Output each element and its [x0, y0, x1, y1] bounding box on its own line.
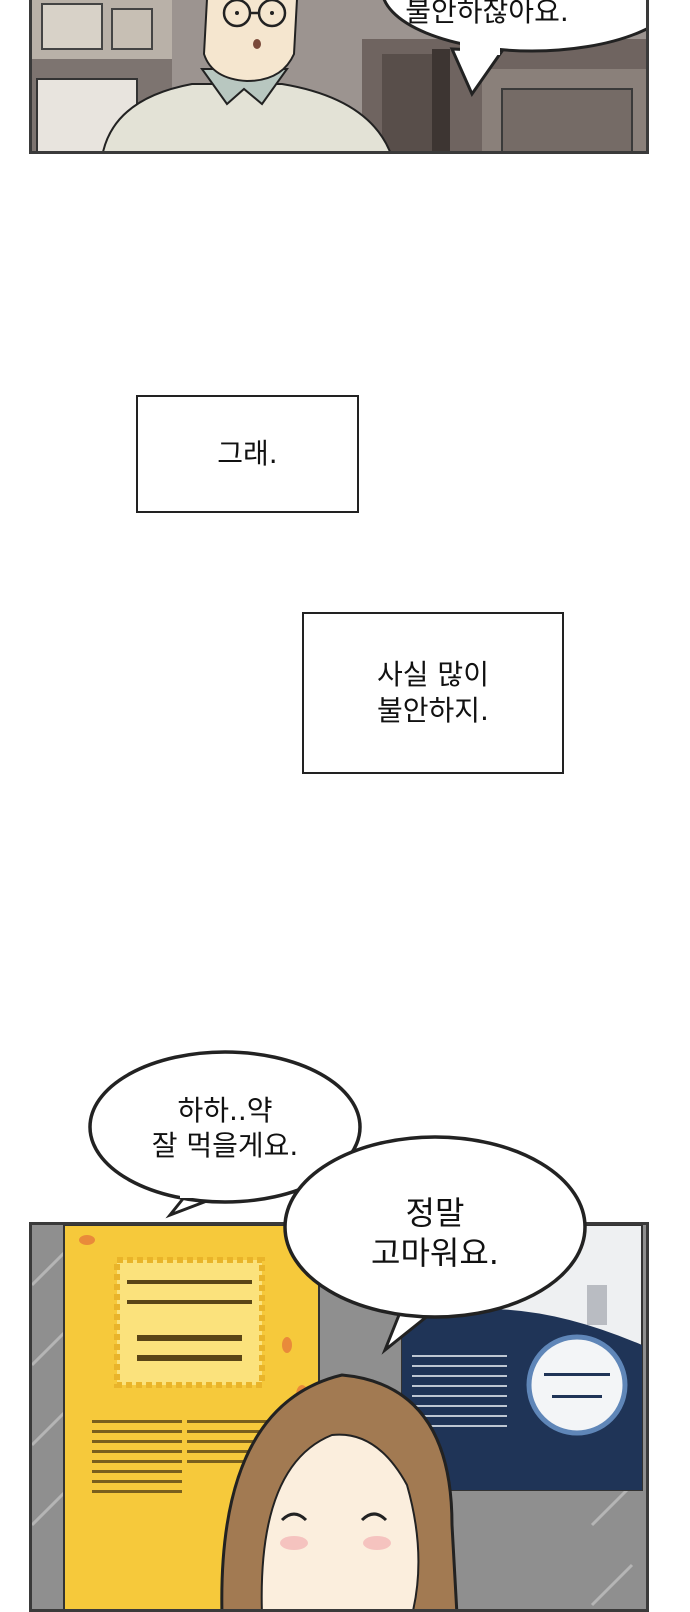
bottom-panel-art: [32, 1225, 646, 1609]
bubble-line: 불안하잖아요.: [405, 0, 569, 28]
caption-box-1: 그래.: [136, 395, 359, 513]
speech-bubble-left: 하하..약 잘 먹을게요.: [120, 1080, 330, 1175]
top-panel: 불안하잖아요.: [29, 0, 649, 154]
bubble-line: 하하..약: [177, 1093, 273, 1127]
bubble-line: 고마워요.: [371, 1234, 499, 1272]
bubble-line: 잘 먹을게요.: [151, 1128, 299, 1162]
caption-line: 사실 많이: [377, 657, 489, 691]
caption-line: 불안하지.: [377, 694, 489, 727]
top-panel-art: [32, 0, 646, 151]
caption-box-2: 사실 많이 불안하지.: [302, 612, 564, 774]
top-speech-bubble-text: 불안하잖아요.: [362, 0, 612, 31]
caption-line: 그래.: [217, 436, 278, 470]
speech-bubble-right: 정말 고마워요.: [335, 1178, 535, 1288]
bubble-line: 정말: [405, 1194, 465, 1232]
